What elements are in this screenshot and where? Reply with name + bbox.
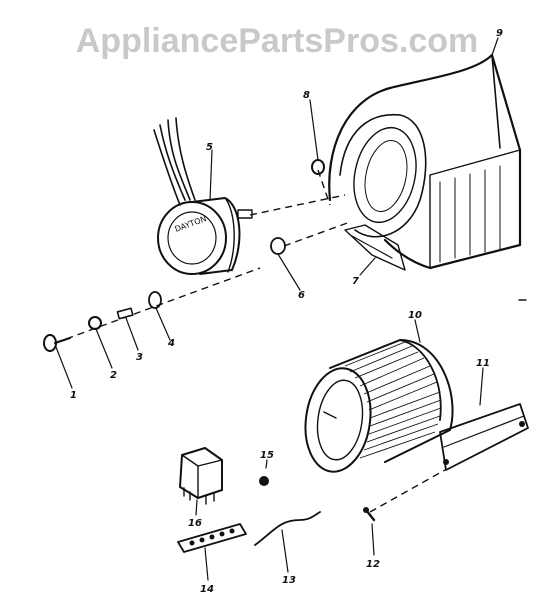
grommet-part-2[interactable]	[88, 316, 102, 330]
screw-part-12[interactable]	[363, 507, 376, 522]
watermark-text: AppliancePartsPros.com	[75, 22, 479, 60]
blower-wheel-part-10[interactable]	[299, 339, 454, 476]
relay-part-16[interactable]	[179, 447, 223, 505]
cutoff-plate-part-11[interactable]	[439, 403, 529, 471]
wire-part-13[interactable]	[254, 511, 321, 546]
callout-15: 15	[260, 450, 274, 461]
callout-13: 13	[282, 575, 296, 586]
washer-part-4[interactable]	[148, 291, 162, 309]
callout-9: 9	[496, 28, 503, 39]
callout-6: 6	[298, 290, 305, 301]
callout-8: 8	[303, 90, 310, 101]
callout-16: 16	[188, 518, 202, 529]
callout-14: 14	[200, 584, 214, 595]
callout-3: 3	[136, 352, 143, 363]
screw-part-15[interactable]	[259, 476, 269, 486]
callout-4: 4	[167, 338, 175, 349]
callout-10: 10	[408, 310, 422, 321]
callout-2: 2	[110, 370, 117, 381]
callout-1: 1	[70, 390, 77, 401]
mount-part-6[interactable]	[270, 237, 286, 255]
terminal-board-part-14[interactable]	[177, 523, 247, 553]
callout-5: 5	[206, 142, 213, 153]
callout-11: 11	[476, 358, 490, 369]
callout-12: 12	[366, 559, 380, 570]
svg-text:DAYTON: DAYTON	[174, 214, 208, 234]
motor-part-5[interactable]: DAYTON	[153, 117, 253, 275]
blower-housing-part-9[interactable]	[328, 53, 522, 271]
callout-7: 7	[352, 276, 359, 287]
